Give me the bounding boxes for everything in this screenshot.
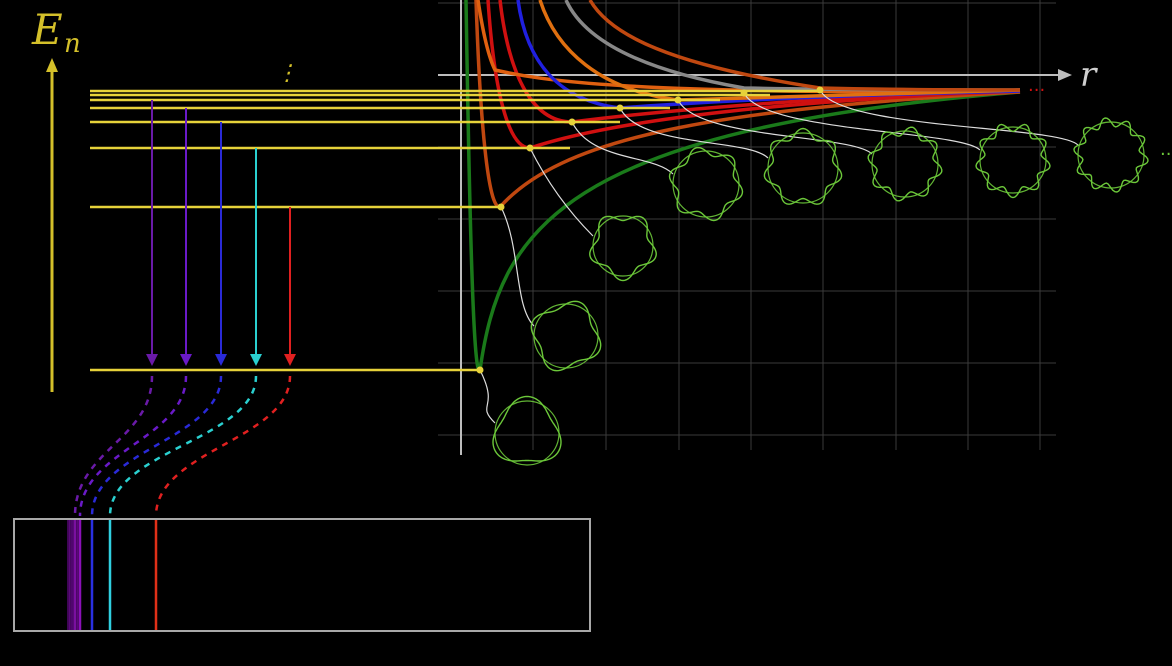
orbit-wave-8	[1073, 117, 1149, 193]
orbit-wave-3	[589, 215, 657, 282]
transition-arrowhead-blue	[215, 354, 227, 366]
orbit-circle-1	[494, 400, 560, 466]
orbit-connector-8	[819, 89, 1079, 146]
energy-levels	[90, 89, 820, 372]
more-levels-ellipsis: ⋮	[276, 61, 298, 86]
standing-wave-orbits	[492, 117, 1149, 466]
level-dot-2	[497, 203, 505, 211]
orbit-wave-1	[492, 395, 562, 462]
orbit-wave-5	[763, 127, 843, 205]
transition-arrows	[146, 100, 296, 366]
photon-paths	[73, 375, 292, 517]
orbit-circle-4	[672, 150, 740, 218]
orbit-connector-6	[677, 99, 873, 155]
photon-path-red	[154, 375, 292, 517]
orbit-wave-6	[867, 126, 943, 202]
more-curves-ellipsis: ···	[1028, 80, 1045, 101]
energy-axis-arrowhead	[46, 58, 58, 72]
photon-path-cyan	[108, 375, 258, 517]
orbit-circle-8	[1077, 121, 1145, 189]
potential-curve-5	[476, 0, 1021, 94]
emission-spectrum-lines	[67, 520, 158, 630]
potential-curves	[464, 0, 1021, 373]
r-axis-label: r	[1080, 55, 1098, 95]
orbit-circle-5	[767, 132, 839, 204]
potential-curve-9	[588, 0, 1021, 92]
energy-axis-symbol: E	[31, 5, 63, 54]
photon-path-indigo	[78, 375, 188, 517]
photon-path-blue	[90, 375, 223, 517]
orbit-circle-3	[592, 215, 654, 277]
orbit-connector-5	[619, 107, 769, 159]
transition-arrowhead-violet	[146, 354, 158, 366]
r-axis-arrowhead	[1058, 69, 1072, 81]
level-dot-8	[816, 86, 824, 94]
orbit-wave-7	[975, 123, 1051, 199]
spectrum-box	[13, 518, 591, 632]
coordinate-grid	[438, 0, 1056, 450]
level-dot-3	[526, 144, 534, 152]
orbit-wave-4	[668, 146, 744, 222]
orbit-circle-7	[979, 126, 1047, 194]
orbit-connector-4	[571, 121, 674, 175]
potential-curve-1	[464, 0, 1021, 373]
level-dot-7	[740, 89, 748, 97]
more-orbits-ellipsis: ···	[1160, 144, 1172, 165]
energy-axis-subscript: n	[64, 29, 81, 59]
orbit-connectors	[479, 89, 1079, 424]
orbit-wave-2	[530, 300, 602, 372]
orbit-connector-2	[500, 206, 535, 327]
transition-arrowhead-cyan	[250, 354, 262, 366]
potential-curve-8	[564, 0, 1021, 92]
transition-arrowhead-red	[284, 354, 296, 366]
photon-path-violet	[73, 375, 154, 517]
level-dot-1	[476, 366, 484, 374]
orbit-connector-7	[743, 92, 981, 151]
orbit-connector-1	[479, 369, 496, 424]
level-dot-6	[674, 96, 682, 104]
potential-curve-2	[474, 0, 1021, 209]
level-intersection-dots	[476, 86, 824, 374]
transition-arrowhead-indigo	[180, 354, 192, 366]
level-dot-4	[568, 118, 576, 126]
level-dot-5	[616, 104, 624, 112]
orbit-connector-3	[529, 147, 594, 237]
